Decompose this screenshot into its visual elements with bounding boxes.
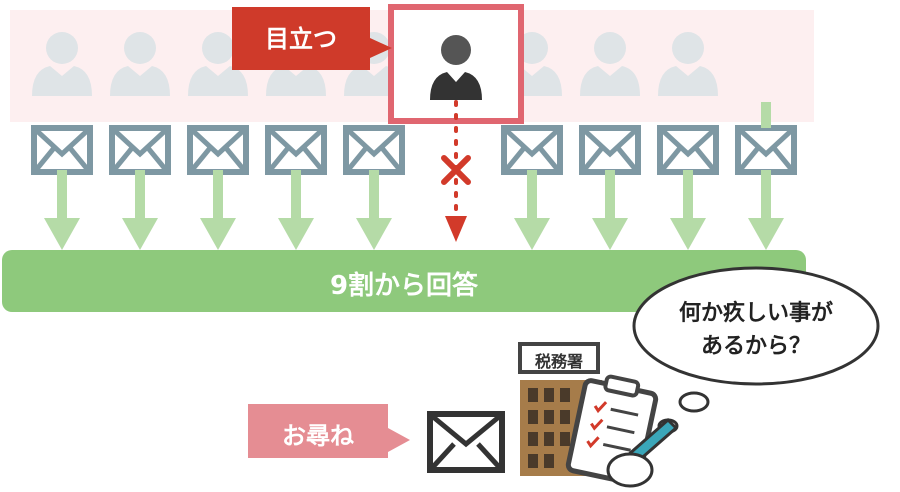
down-arrow-icon	[200, 170, 236, 250]
envelope-row	[34, 128, 794, 172]
down-arrow-icon	[445, 216, 467, 242]
down-arrow-icon	[514, 170, 550, 250]
down-arrow-icon	[122, 170, 158, 250]
envelope-icon	[34, 128, 90, 172]
envelope-icon	[346, 128, 402, 172]
envelope-icon	[112, 128, 168, 172]
envelope-icon	[504, 128, 560, 172]
arrow-row	[44, 170, 784, 250]
thought-bubble	[632, 266, 880, 434]
inquiry-callout	[248, 404, 410, 458]
no-response-path	[441, 100, 471, 242]
envelope-icon	[190, 128, 246, 172]
envelope-icon	[660, 128, 716, 172]
inquiry-callout-text: お尋ね	[282, 422, 354, 450]
envelope-icon	[582, 128, 638, 172]
down-arrow-icon	[670, 170, 706, 250]
highlight-callout	[232, 7, 392, 70]
envelope-icon	[268, 128, 324, 172]
down-arrow-icon	[44, 170, 80, 250]
highlight-callout-text: 目立つ	[265, 25, 337, 53]
cross-icon	[441, 155, 471, 185]
response-bar-text: 9割から回答	[329, 271, 479, 301]
building-sign: 税務署	[534, 352, 583, 371]
arrow-stem	[761, 102, 771, 128]
down-arrow-icon	[748, 170, 784, 250]
bubble-line-2: あるから？	[700, 334, 811, 359]
down-arrow-icon	[356, 170, 392, 250]
hand-icon	[606, 452, 654, 488]
down-arrow-icon	[592, 170, 628, 250]
bubble-line-1: 何か疚しい事が	[678, 301, 833, 326]
envelope-icon	[427, 411, 505, 473]
response-bar	[2, 250, 806, 312]
envelope-icon	[738, 128, 794, 172]
highlighted-person-icon	[430, 35, 482, 100]
down-arrow-icon	[278, 170, 314, 250]
